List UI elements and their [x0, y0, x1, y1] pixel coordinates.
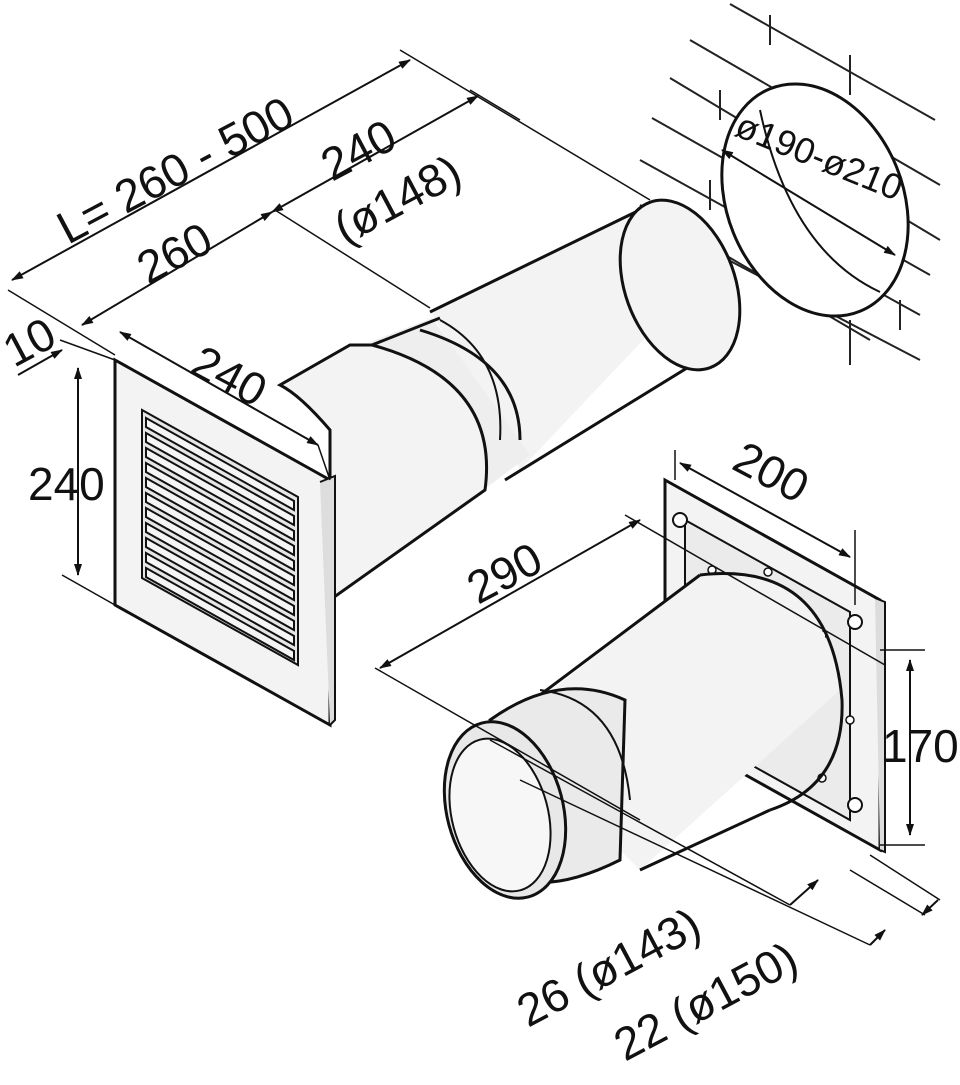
grille-louver [145, 566, 295, 662]
flange-height-label: 170 [882, 720, 959, 772]
grille-louver [145, 536, 295, 632]
extension-lines [7, 49, 941, 946]
grille-height-label: 240 [28, 458, 105, 510]
dimension-lines [11, 59, 939, 946]
grille-louver [145, 491, 295, 587]
fan-unit [442, 477, 886, 900]
flange-width-label: 200 [725, 431, 817, 513]
grille-louvers [145, 416, 295, 662]
grille-louver [145, 521, 295, 617]
wall-hole [720, 82, 910, 318]
grille-louver [145, 461, 295, 557]
grille-louver [145, 446, 295, 542]
fan-length-label: 290 [458, 532, 550, 614]
grille-louver [145, 551, 295, 647]
grille-louver [145, 476, 295, 572]
telescopic-tube [276, 198, 742, 603]
wall-grille [113, 357, 336, 728]
tube-length-label: 260 [128, 212, 220, 294]
hole-diameter-line [721, 149, 896, 256]
grille-louver [145, 506, 295, 602]
